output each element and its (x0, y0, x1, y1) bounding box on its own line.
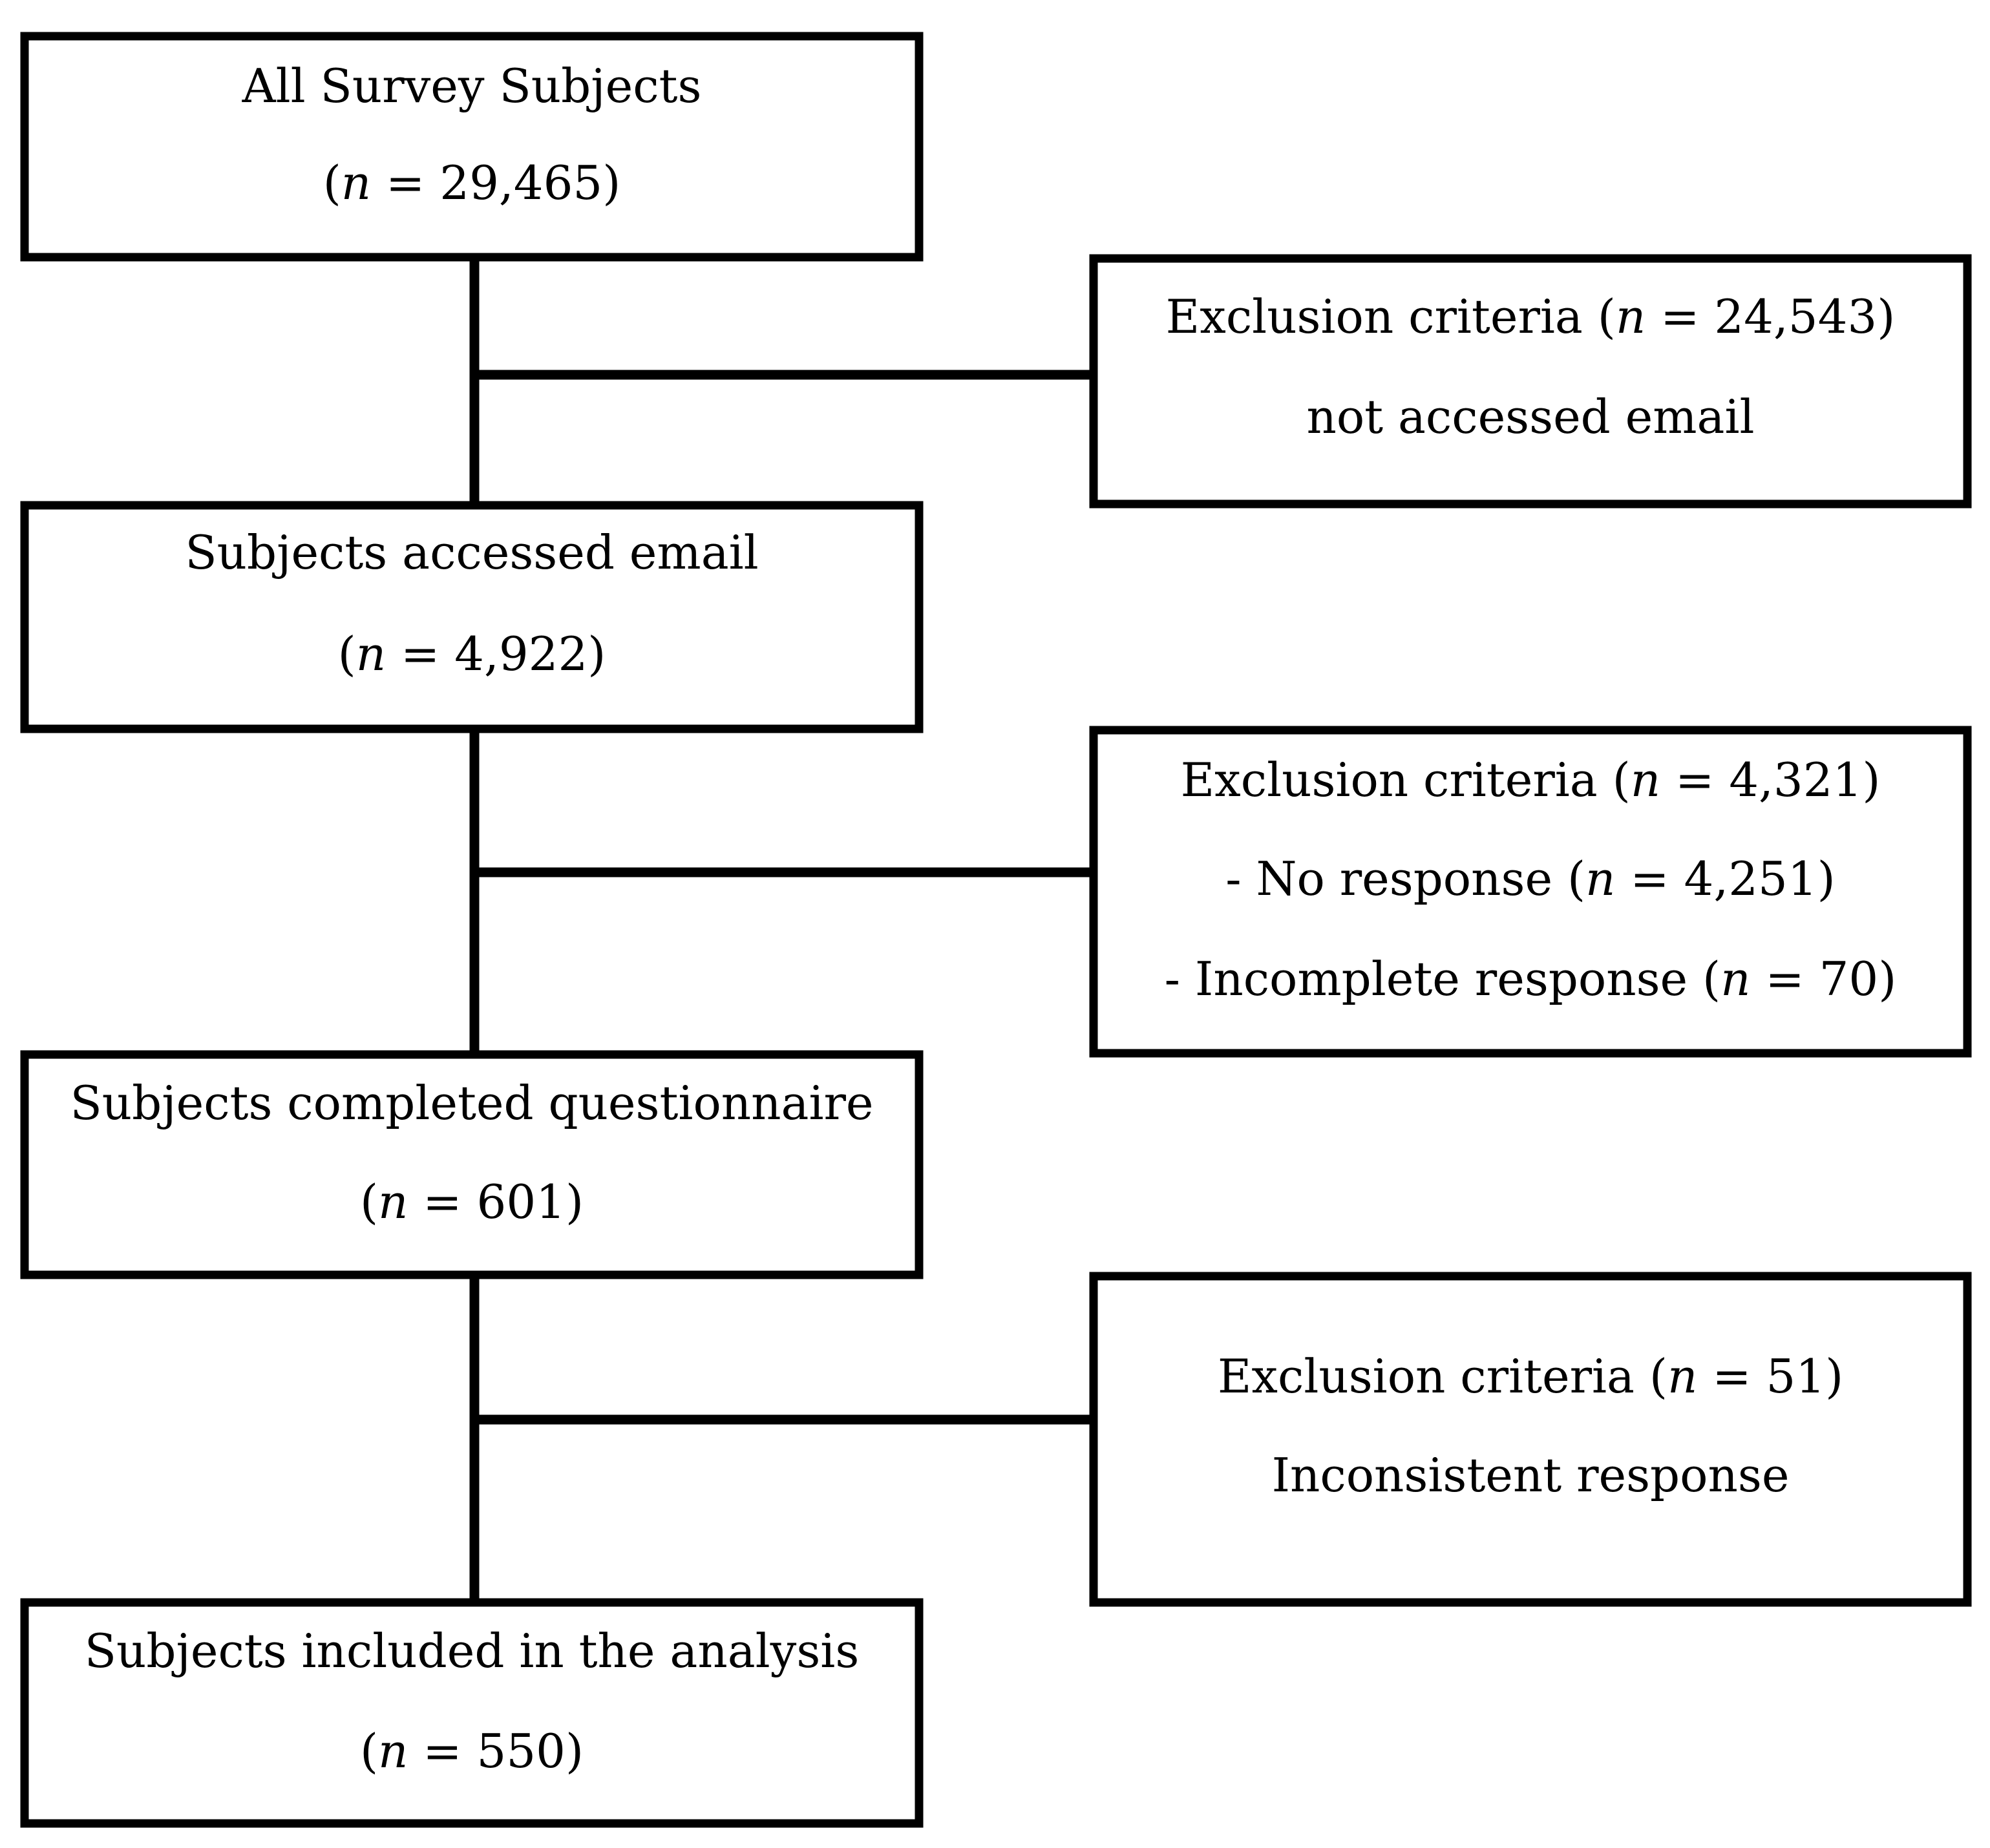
box-count: (n = 29,465) (323, 156, 621, 210)
box-count: (n = 550) (360, 1724, 584, 1778)
exclusion-heading: Exclusion criteria (n = 24,543) (1166, 289, 1896, 344)
box-title: All Survey Subjects (242, 59, 702, 113)
exclusion-item-incomplete-response: - Incomplete response (n = 70) (1165, 952, 1897, 1006)
exclusion-heading: Exclusion criteria (n = 4,321) (1181, 753, 1881, 807)
box-exclusion-inconsistent-response: Exclusion criteria (n = 51) Inconsistent… (1089, 1272, 1972, 1607)
exclusion-reason: Inconsistent response (1272, 1448, 1790, 1502)
box-title: Subjects included in the analysis (85, 1624, 860, 1678)
exclusion-heading: Exclusion criteria (n = 51) (1218, 1349, 1843, 1403)
box-title: Subjects completed questionnaire (70, 1076, 873, 1130)
box-all-survey-subjects: All Survey Subjects (n = 29,465) (20, 32, 924, 262)
box-count: (n = 4,922) (338, 627, 606, 681)
box-exclusion-not-accessed-email: Exclusion criteria (n = 24,543) not acce… (1089, 254, 1972, 509)
box-subjects-accessed-email: Subjects accessed email (n = 4,922) (20, 501, 924, 733)
box-subjects-completed-questionnaire: Subjects completed questionnaire (n = 60… (20, 1050, 924, 1279)
box-subjects-included-in-analysis: Subjects included in the analysis (n = 5… (20, 1598, 924, 1828)
box-exclusion-no-or-incomplete-response: Exclusion criteria (n = 4,321) - No resp… (1089, 726, 1972, 1058)
box-title: Subjects accessed email (185, 525, 758, 580)
exclusion-item-no-response: - No response (n = 4,251) (1225, 852, 1835, 906)
box-count: (n = 601) (360, 1175, 584, 1229)
exclusion-reason: not accessed email (1306, 390, 1754, 444)
